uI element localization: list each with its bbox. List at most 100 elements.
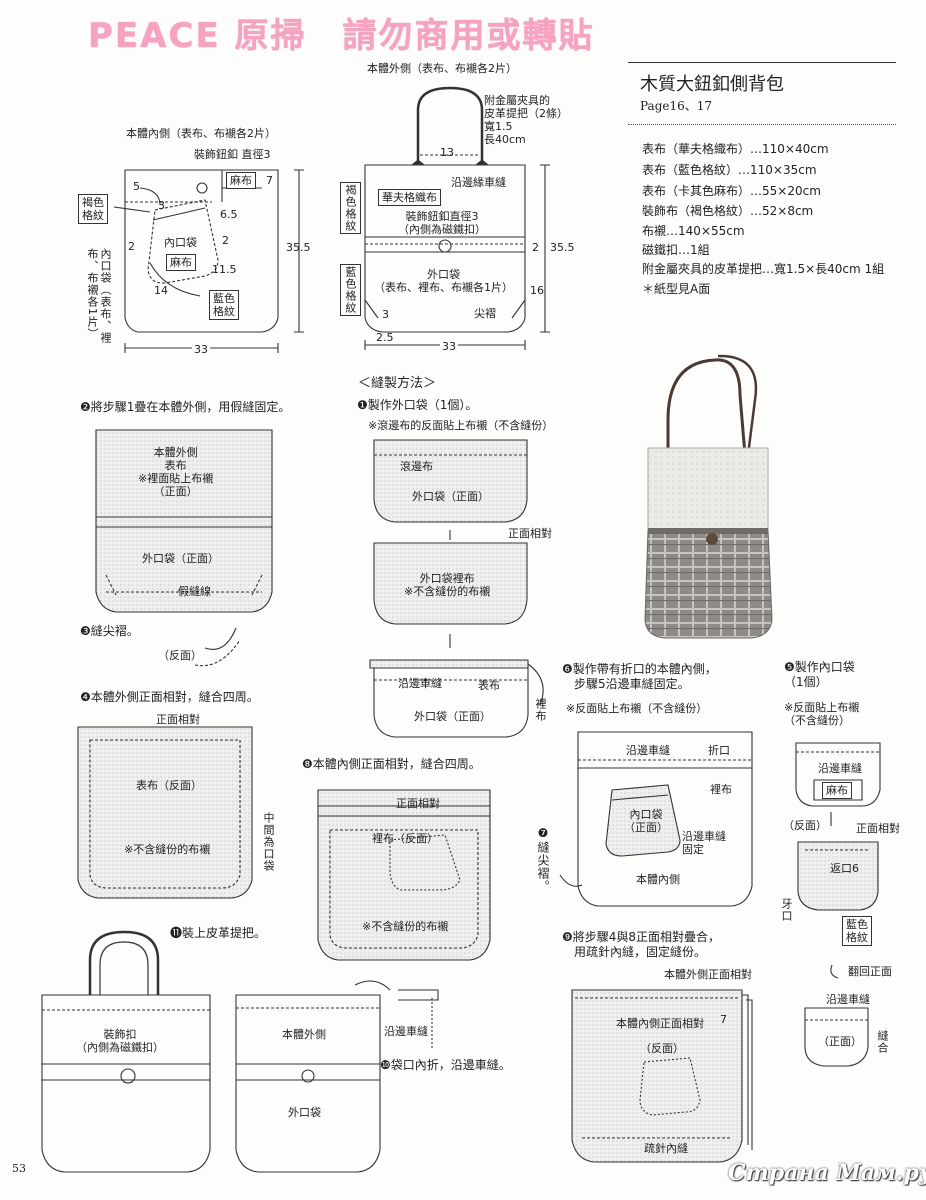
material-line: 表布（華夫格織布）…110×40cm xyxy=(642,142,829,156)
material-line: 附金屬夾具的皮革提把…寬1.5×長40cm 1組 xyxy=(642,262,885,276)
outer-pocket-label: 外口袋 （表布、裡布、布襯各1片） xyxy=(374,268,513,294)
step-5-note: ※反面貼上布襯 （不含縫份） xyxy=(784,701,860,727)
step-9-d7: 7 xyxy=(720,1013,727,1026)
step-4-face: 表布（反面） xyxy=(136,779,202,792)
dim-5: 5 xyxy=(133,180,140,193)
step-4-right-sides: 正面相對 xyxy=(156,713,200,726)
step-9-inner: 本體內側正面相對 xyxy=(616,1017,704,1030)
dim-2: 2 xyxy=(532,241,539,254)
dim-2a: 2 xyxy=(222,234,229,247)
dim-16: 16 xyxy=(530,284,544,297)
dim-13: 13 xyxy=(440,146,454,159)
step-5-linen-box: 麻布 xyxy=(822,782,852,799)
site-watermark: Страна Мам.ру xyxy=(728,1160,926,1186)
step-6-pocket: 內口袋 （正面） xyxy=(624,808,668,834)
step-2-pocket: 外口袋（正面） xyxy=(142,552,219,565)
step-5-edge: 沿邊車縫 xyxy=(818,762,862,775)
step-10-body: 本體外側 xyxy=(282,1028,326,1041)
material-line: 表布（藍色格紋）…110×35cm xyxy=(642,163,817,177)
material-line: 布襯…140×55cm xyxy=(642,224,745,238)
step-2-heading: ❷將步驟1疊在本體外側，用假縫固定。 xyxy=(80,400,291,414)
handle-note: 附金屬夾具的 皮革提把（2條） 寬1.5 長40cm xyxy=(484,94,568,146)
blue-plaid-label: 藍色 格紋 xyxy=(213,292,235,318)
step-4-mid-pocket: 中間為口袋 xyxy=(262,812,275,872)
step-6-lining: 裡布 xyxy=(710,783,732,796)
outer-button-note: 裝飾鈕釦直徑3 （內側為磁鐵扣） xyxy=(398,210,486,236)
inner-body-outline xyxy=(124,169,279,333)
step-5-back: （反面） xyxy=(783,819,827,832)
material-line: 磁鐵扣…1組 xyxy=(642,243,710,257)
step-6-edge: 沿邊車縫 xyxy=(626,744,670,757)
step-11-button: 裝飾扣 （內側為磁鐵扣） xyxy=(76,1028,164,1054)
step-1-right-sides: 正面相對 xyxy=(508,527,552,540)
step-5-heading: ❺製作內口袋 （1個） xyxy=(784,660,855,689)
step-6-body: 本體內側 xyxy=(636,873,680,886)
inner-button-note: 裝飾鈕釦 直徑3 xyxy=(194,148,271,161)
step-10-edge: 沿邊車縫 xyxy=(384,1025,428,1038)
bag-handle-right xyxy=(717,354,758,456)
edge-stitch-label: 沿邊緣車縫 xyxy=(451,176,506,189)
dim-6-5: 6.5 xyxy=(220,208,238,221)
outer-handle xyxy=(416,86,484,160)
outer-body-heading: 本體外側（表布、布襯各2片） xyxy=(367,62,517,75)
dim-7: 7 xyxy=(266,174,273,187)
step-5-blue-box: 藍色 格紋 xyxy=(842,916,872,946)
step-6-heading: ❻製作帶有折口的本體內側， 步驟5沿邊車縫固定。 xyxy=(562,662,717,691)
dim-width-inner: 33 xyxy=(192,343,210,356)
step-1-lining: 外口袋裡布 ※不含縫份的布襯 xyxy=(404,572,491,598)
step-3-back: （反面） xyxy=(158,649,202,662)
step-3-heading: ❸縫尖褶。 xyxy=(80,624,139,638)
brown-side-label: 褐色格紋 xyxy=(340,182,361,234)
step-1-pocket-2: 外口袋（正面） xyxy=(414,710,491,723)
step-1-lining-2: 裡布 xyxy=(534,698,547,722)
dim-2-5: 2.5 xyxy=(376,331,394,344)
step-6-fold: 折口 xyxy=(708,744,730,757)
inner-pocket-label: 內口袋 xyxy=(164,236,197,249)
step-5-front: （正面） xyxy=(818,1035,862,1048)
page-title: 木質大鈕釦側背包 xyxy=(640,74,784,95)
dim-width-outer: 33 xyxy=(440,340,458,353)
title-rule-top xyxy=(628,62,896,63)
watermark: PEACE 原掃 請勿商用或轉貼 xyxy=(88,16,595,56)
bag-button xyxy=(706,533,718,545)
step-4-note: ※不含縫份的布襯 xyxy=(124,843,211,856)
dim-height-outer: 35.5 xyxy=(550,241,575,254)
step-8-note: ※不含縫份的布襯 xyxy=(362,920,449,933)
material-line: 表布（卡其色麻布）…55×20cm xyxy=(642,184,821,198)
material-line: ＊紙型見A面 xyxy=(642,282,711,296)
step-11-heading: ⓫裝上皮革提把。 xyxy=(170,926,267,940)
step-2-body: 本體外側 表布 ※裡面貼上布襯 （正面） xyxy=(138,446,214,498)
page-number: 53 xyxy=(12,1162,26,1175)
step-5-notch: 牙口 xyxy=(780,898,793,922)
dim-2b: 2 xyxy=(128,240,135,253)
step-4-heading: ❹本體外側正面相對，縫合四周。 xyxy=(80,690,259,704)
step-1-edge-stitch: 沿邊車縫 xyxy=(398,677,442,690)
dim-3-outer: 3 xyxy=(382,308,389,321)
inner-body-heading: 本體內側（表布、布襯各2片） xyxy=(126,127,276,140)
step-5-sew: 縫合 xyxy=(876,1030,889,1054)
linen-label-box: 麻布 xyxy=(226,172,256,189)
step-5-gap: 返口6 xyxy=(830,862,859,875)
bag-photo xyxy=(644,354,773,639)
step-9-heading: ❾將步驟4與8正面相對疊合， 用疏針內縫，固定縫份。 xyxy=(562,930,721,959)
step-10-pocket: 外口袋 xyxy=(288,1106,321,1119)
step-5-right-sides: 正面相對 xyxy=(856,822,900,835)
dim-3: 3 xyxy=(158,199,165,212)
bag-handle-left xyxy=(666,358,747,456)
blue-plaid-label-box: 藍色 格紋 xyxy=(209,290,239,320)
inner-pocket-outline xyxy=(147,199,219,284)
brown-plaid-label: 褐色 格紋 xyxy=(82,196,104,222)
outer-body-outline xyxy=(364,164,526,333)
step-1-pocket: 外口袋（正面） xyxy=(412,490,489,503)
step-9-outer: 本體外側正面相對 xyxy=(664,968,752,981)
brown-plaid-label-box: 褐色 格紋 xyxy=(78,194,108,224)
step-9-baste: 疏針內縫 xyxy=(644,1142,688,1155)
step-7-heading: ❼縫尖褶。 xyxy=(536,826,550,893)
step-8-heading: ❽本體內側正面相對，縫合四周。 xyxy=(302,757,481,771)
page-reference: Page16、17 xyxy=(640,99,713,113)
step-1-face: 表布 xyxy=(478,679,500,692)
step-5-edge-2: 沿邊車縫 xyxy=(826,993,870,1006)
title-block: 木質大鈕釦側背包 Page16、17 xyxy=(628,62,896,127)
step-2-baste: 假縫線 xyxy=(178,585,211,598)
